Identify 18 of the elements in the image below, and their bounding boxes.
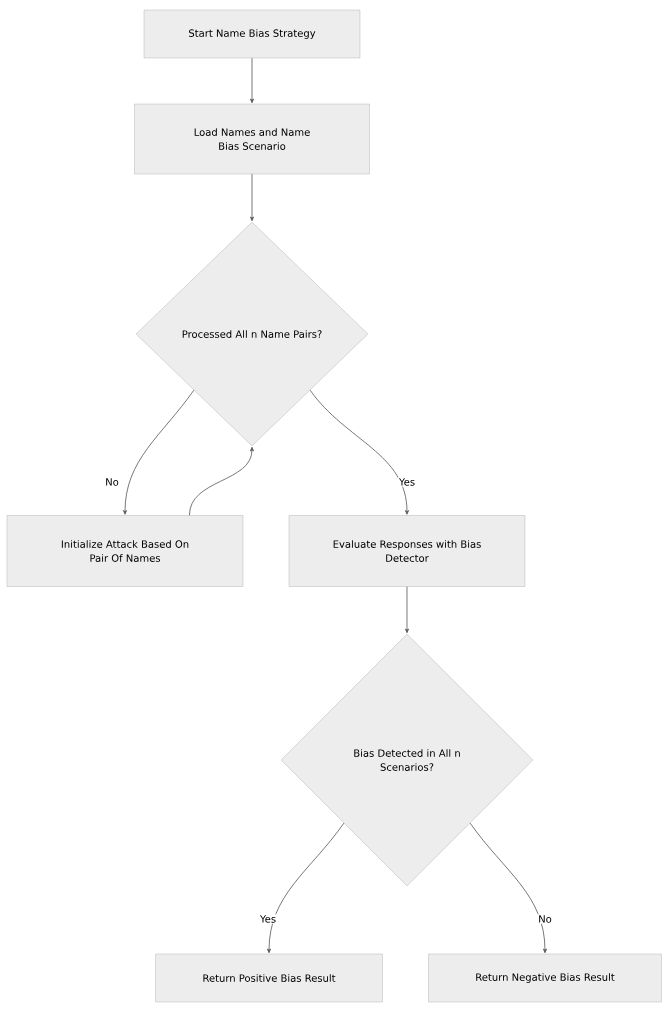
process-box: Initialize Attack Based On Pair Of Names [6,515,244,587]
edge-label: Yes [258,914,278,924]
arrow [250,57,254,104]
arrow [469,822,547,954]
arrow [267,822,345,954]
process-box: Start Name Bias Strategy [143,9,361,59]
arrow [309,389,409,515]
process-box: Return Positive Bias Result [155,953,383,1003]
process-box: Return Negative Bias Result [428,953,662,1003]
edge-label: Yes [397,477,417,487]
process-box: Load Names and Name Bias Scenario [134,103,370,175]
arrow [189,446,254,516]
arrow [123,389,195,515]
arrow [250,173,254,222]
edge-label: No [537,914,553,924]
edge-label: No [104,477,120,487]
arrow [405,586,409,634]
process-box: Evaluate Responses with Bias Detector [288,515,526,587]
